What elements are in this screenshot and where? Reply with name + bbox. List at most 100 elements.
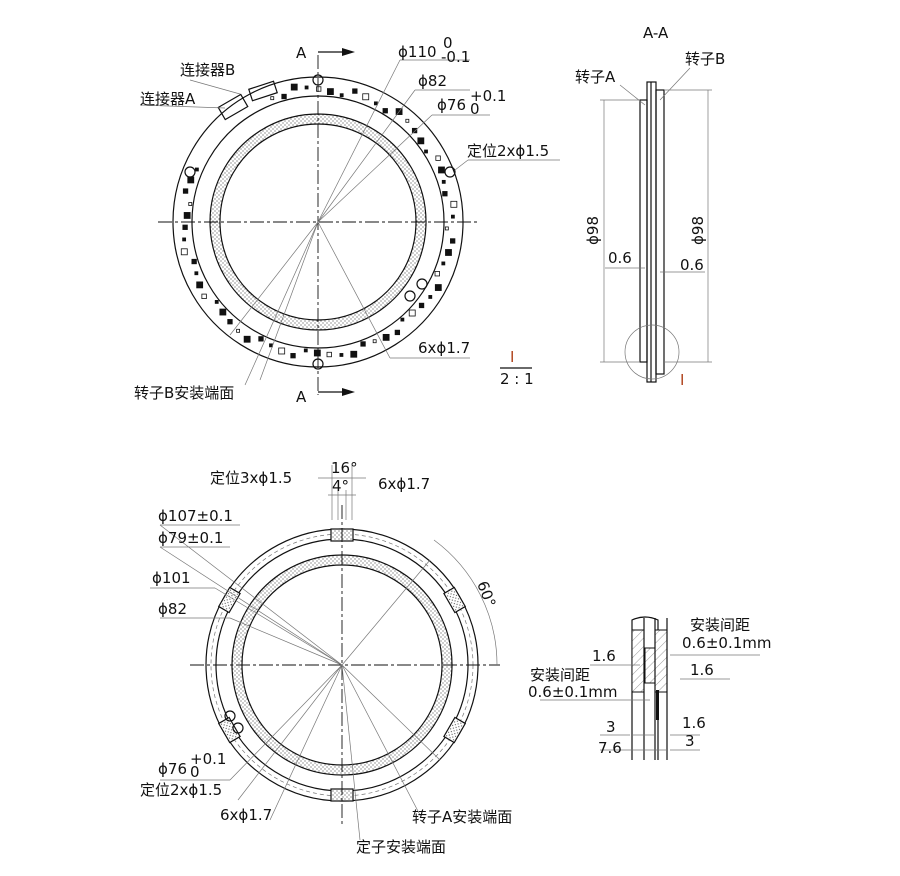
- label-dia-79: ϕ79±0.1: [158, 529, 223, 547]
- label-angle-16: 16°: [331, 459, 358, 477]
- pcb-component: [417, 137, 425, 145]
- mount-hole-icon: [224, 710, 236, 722]
- pcb-component: [442, 191, 448, 197]
- pcb-component: [441, 261, 446, 266]
- pcb-component: [196, 281, 204, 289]
- locating-hole-icon: [444, 166, 456, 178]
- pcb-component: [182, 224, 188, 230]
- pcb-component: [327, 88, 334, 95]
- pcb-component: [187, 176, 195, 184]
- pcb-component: [444, 226, 449, 231]
- label-dim-1-6-lower: 1.6: [682, 714, 706, 732]
- pcb-component: [188, 202, 193, 206]
- label-gap-left-value: 0.6±0.1mm: [528, 683, 618, 701]
- pcb-component: [373, 101, 378, 106]
- pcb-component: [316, 86, 322, 92]
- pcb-component: [219, 308, 227, 316]
- pcb-component: [362, 93, 370, 101]
- pcb-ring: [172, 76, 464, 368]
- pcb-component: [236, 328, 240, 333]
- top-view: A A 连接器B 连接器A ϕ110 0 -0.1 ϕ82 ϕ76 +0.1 0…: [134, 34, 560, 406]
- pcb-component: [372, 339, 377, 344]
- label-dia-82: ϕ82: [158, 600, 187, 618]
- label-rotor-a-mount-face: 转子A安装端面: [412, 808, 512, 826]
- pcb-component: [270, 96, 275, 101]
- label-dia-107: ϕ107±0.1: [158, 507, 233, 525]
- pcb-component: [418, 302, 425, 309]
- pcb-component: [243, 335, 251, 343]
- label-angle-60: 60°: [473, 579, 499, 610]
- pcb-component: [339, 353, 344, 357]
- label-holes-6x-bottom: 6xϕ1.7: [220, 806, 272, 824]
- pcb-component: [201, 293, 207, 299]
- label-dim-7-6: 7.6: [598, 739, 622, 757]
- pcb-component: [434, 284, 442, 291]
- pcb-component: [304, 85, 309, 90]
- detail-circle: [624, 324, 680, 380]
- label-dim-1-6-right: 1.6: [690, 661, 714, 679]
- pcb-component: [405, 118, 410, 123]
- pcb-component: [394, 329, 401, 336]
- locating-hole-icon: [184, 166, 196, 178]
- label-dim-3-left: 3: [606, 718, 616, 736]
- label-connector-b: 连接器B: [180, 61, 235, 79]
- label-dia-82: ϕ82: [418, 72, 447, 90]
- section-marker-bottom: A: [296, 388, 307, 406]
- label-rotor-a: 转子A: [575, 68, 616, 86]
- stator-pad: [443, 586, 467, 614]
- stator-pad: [217, 586, 241, 614]
- rotor-dotted-ring: [209, 113, 427, 331]
- pcb-component: [382, 333, 390, 341]
- label-locating-holes: 定位2xϕ1.5: [467, 142, 549, 160]
- label-holes-6x: 6xϕ1.7: [418, 339, 470, 357]
- label-dia-110-tol-upper: 0: [443, 34, 453, 52]
- mount-hole-icon: [232, 722, 244, 734]
- pcb-component: [424, 149, 428, 154]
- label-gap-right-title: 安装间距: [690, 616, 750, 634]
- rotor-dotted-ring: [231, 554, 453, 776]
- pcb-component: [438, 166, 445, 174]
- label-dim-3-right: 3: [685, 732, 695, 750]
- label-dia-76: ϕ76: [158, 760, 187, 778]
- detail-scale-marker: I: [510, 348, 514, 366]
- pcb-component: [352, 88, 358, 94]
- pcb-component: [350, 350, 358, 358]
- pcb-component: [278, 347, 286, 355]
- locating-hole-icon: [312, 74, 324, 86]
- label-detail-marker: I: [680, 371, 684, 389]
- pcb-component: [281, 93, 287, 100]
- pcb-component: [227, 319, 233, 325]
- pcb-component: [182, 188, 189, 194]
- pcb-component: [191, 258, 197, 265]
- pcb-component: [434, 271, 440, 277]
- label-holes-6x-top: 6xϕ1.7: [378, 475, 430, 493]
- connector-b: [248, 80, 278, 102]
- label-connector-a: 连接器A: [140, 90, 196, 108]
- label-stator-mount-face: 定子安装端面: [356, 838, 446, 856]
- pcb-component: [441, 179, 446, 184]
- pcb-components: [180, 83, 458, 359]
- locating-hole-icon: [312, 358, 324, 370]
- pcb-component: [194, 271, 199, 276]
- pcb-component: [194, 167, 199, 172]
- label-dia-101: ϕ101: [152, 569, 191, 587]
- pcb-component: [411, 127, 418, 134]
- pcb-component: [360, 341, 366, 347]
- label-dia-76: ϕ76: [437, 96, 466, 114]
- detail-scale-value: 2 : 1: [500, 370, 534, 388]
- label-gap-left-title: 安装间距: [530, 666, 590, 684]
- connector-a: [217, 93, 249, 121]
- label-dia-110-tol-lower: -0.1: [441, 48, 470, 66]
- pcb-component: [408, 309, 416, 317]
- pcb-component: [214, 300, 219, 304]
- label-angle-4: 4°: [332, 477, 349, 495]
- label-dia-76-tol-lower: 0: [470, 100, 480, 118]
- pcb-component: [428, 295, 433, 299]
- pcb-component: [450, 200, 458, 208]
- section-view: A-A 转子A 转子B ϕ98 ϕ98 0.6 0.6 I: [575, 24, 725, 389]
- label-gap-right-value: 0.6±0.1mm: [682, 634, 772, 652]
- bottom-view: 16° 4° 60° 定位3xϕ1.5 6xϕ1.7 ϕ107±0.1 ϕ79±…: [140, 459, 512, 856]
- pcb-component: [290, 353, 296, 359]
